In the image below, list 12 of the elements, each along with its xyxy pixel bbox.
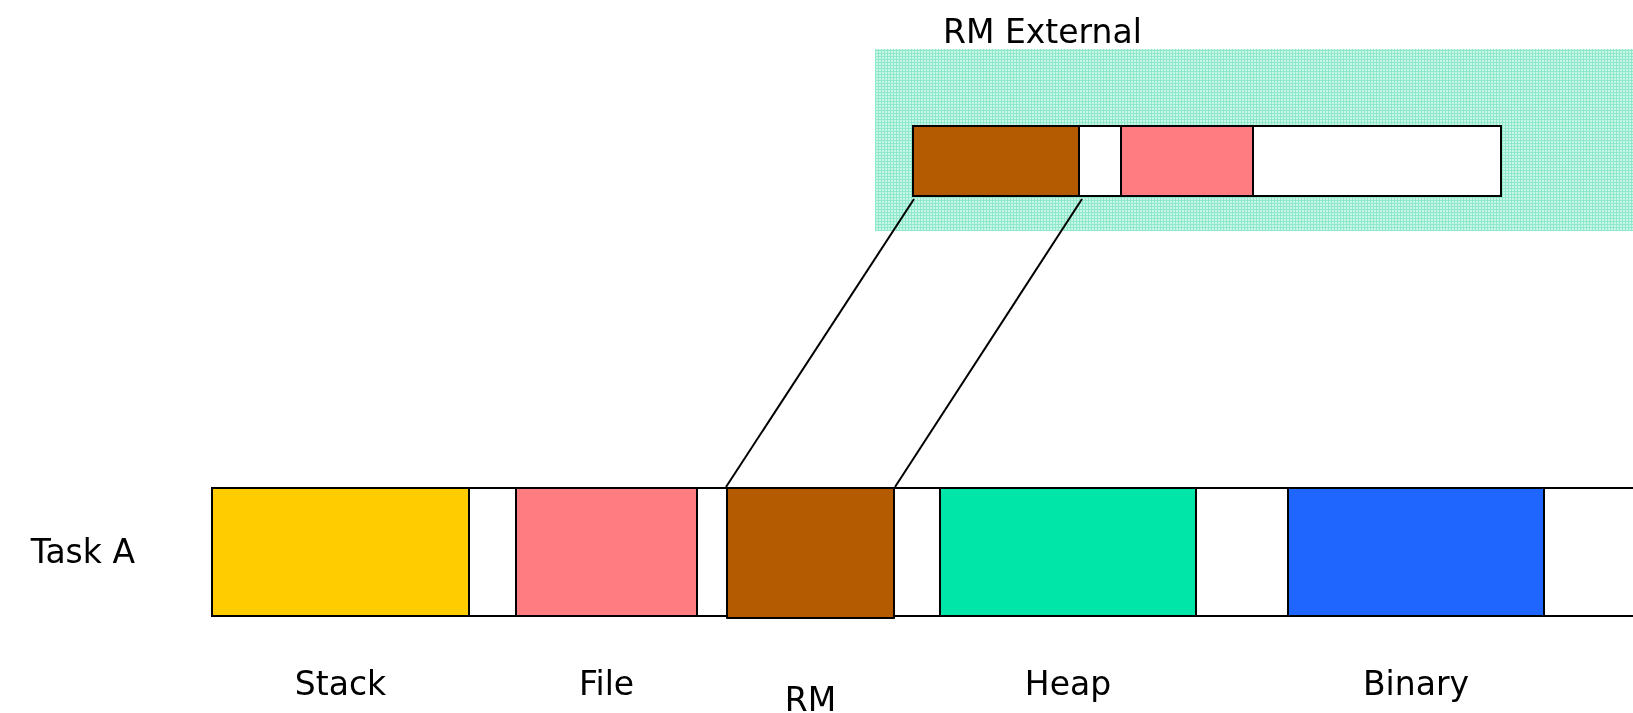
memory-bar bbox=[912, 125, 1502, 197]
segment-label: File bbox=[578, 663, 635, 705]
segment-label: Heap bbox=[1024, 663, 1112, 705]
connector-line bbox=[894, 198, 1083, 488]
segment-label: Stack bbox=[294, 663, 387, 705]
row-label: Task A bbox=[30, 531, 135, 574]
segment-label: Binary bbox=[1363, 663, 1469, 705]
memory-segment bbox=[912, 125, 1080, 197]
memory-segment bbox=[1120, 125, 1254, 197]
segment-label: RM bbox=[784, 679, 837, 713]
connector-line bbox=[725, 198, 915, 488]
band-heading: RM External bbox=[943, 11, 1142, 53]
